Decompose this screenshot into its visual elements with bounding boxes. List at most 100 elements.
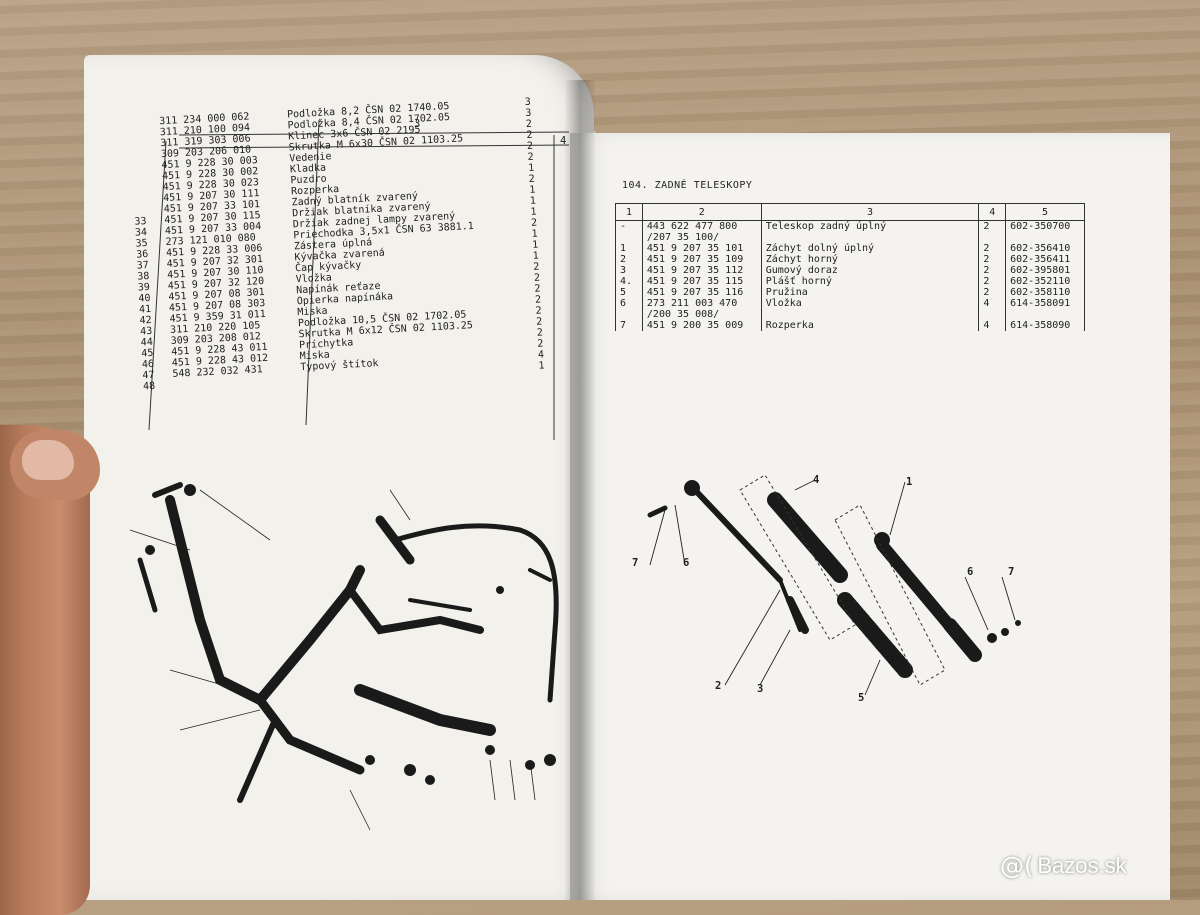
table-cell-ref bbox=[1005, 309, 1085, 320]
table-cell-q: 4 bbox=[978, 298, 1007, 309]
table-row: /207 35 100/ bbox=[615, 232, 1085, 243]
watermark: @( Bazos.sk bbox=[1000, 852, 1127, 880]
table-row: /200 35 008/ bbox=[615, 309, 1085, 320]
table-cell-q: 3 bbox=[524, 96, 532, 109]
table-cell-q: 2 bbox=[978, 265, 1007, 276]
table-cell-ref: 602-356410 bbox=[1005, 243, 1085, 254]
table-cell-code: 451 9 207 35 112 bbox=[641, 265, 762, 276]
table-cell-q: 2 bbox=[978, 276, 1007, 287]
left-col-header-4: 4 bbox=[560, 135, 567, 147]
table-cell-q: 2 bbox=[978, 254, 1007, 265]
frame-exploded-diagram bbox=[129, 482, 559, 831]
callout-4: 4 bbox=[813, 474, 820, 486]
table-cell-code: 451 9 207 35 109 bbox=[641, 254, 762, 265]
callout-3: 3 bbox=[757, 683, 764, 695]
section-title: 104. ZADNÉ TELESKOPY bbox=[622, 180, 753, 191]
right-col-header-1: 1 bbox=[615, 203, 643, 221]
table-cell-q: 4 bbox=[978, 320, 1007, 331]
table-cell-n: 6 bbox=[615, 298, 643, 309]
table-cell-code: 451 9 207 35 101 bbox=[641, 243, 762, 254]
bazos-logo-icon: @( bbox=[1000, 852, 1034, 880]
table-cell-q: 2 bbox=[528, 173, 536, 185]
table-cell-q: 1 bbox=[538, 360, 545, 372]
table-cell-q bbox=[978, 232, 1007, 243]
table-cell-name: Pružina bbox=[760, 287, 980, 298]
table-cell-code: 273 211 003 470 bbox=[641, 298, 762, 309]
table-cell-ref: 602-350700 bbox=[1005, 220, 1085, 232]
table-cell-q: 1 bbox=[529, 195, 537, 207]
table-cell-q: 2 bbox=[534, 294, 542, 306]
table-cell-q: 2 bbox=[537, 338, 544, 350]
left-table-lines bbox=[148, 119, 570, 440]
table-cell-name: Teleskop zadný úplný bbox=[760, 220, 980, 232]
table-cell-q: 1 bbox=[527, 162, 535, 174]
table-cell-n bbox=[615, 309, 643, 320]
table-cell-ref: 602-358110 bbox=[1005, 287, 1085, 298]
table-cell-n: 2 bbox=[615, 254, 643, 265]
table-cell-ref: 602-356411 bbox=[1005, 254, 1085, 265]
table-cell-q: 2 bbox=[530, 217, 538, 229]
callout-6: 6 bbox=[683, 557, 690, 569]
table-cell-q: 2 bbox=[526, 140, 534, 152]
table-cell-name: Záchyt horný bbox=[760, 254, 980, 265]
table-cell-q: 3 bbox=[525, 107, 532, 120]
table-cell-name bbox=[760, 232, 980, 243]
table-cell-n: 1 bbox=[615, 243, 643, 254]
table-cell-ref: 602-352110 bbox=[1005, 276, 1085, 287]
hand bbox=[0, 425, 90, 915]
table-cell-name: Vložka bbox=[760, 298, 980, 309]
thumbnail-nail bbox=[22, 440, 74, 480]
table-cell-q: 2 bbox=[534, 283, 541, 295]
table-cell-name: Rozperka bbox=[760, 320, 980, 331]
table-cell-n: 7 bbox=[615, 320, 643, 331]
right-col-header-5: 5 bbox=[1005, 203, 1085, 221]
table-cell-n: 5 bbox=[615, 287, 643, 298]
table-cell-q: 2 bbox=[533, 272, 541, 284]
table-cell-q: 4 bbox=[537, 349, 545, 361]
table-cell-code: /207 35 100/ bbox=[641, 232, 762, 243]
watermark-text: Bazos.sk bbox=[1037, 853, 1127, 878]
book-gutter bbox=[565, 80, 595, 900]
callout-7b: 7 bbox=[1008, 566, 1015, 578]
table-cell-code: 451 9 200 35 009 bbox=[641, 320, 762, 331]
table-cell-q bbox=[978, 309, 1007, 320]
table-cell-n: - bbox=[615, 220, 643, 232]
table-cell-n: 4. bbox=[615, 276, 643, 287]
callout-1: 1 bbox=[906, 476, 913, 488]
table-cell-ref: 614-358091 bbox=[1005, 298, 1085, 309]
left-col-header-3: 3 bbox=[414, 118, 421, 130]
table-cell-name: Plášť horný bbox=[760, 276, 980, 287]
table-cell-q: 2 bbox=[535, 305, 542, 317]
table-cell-q: 2 bbox=[525, 118, 533, 131]
table-cell-q: 1 bbox=[529, 184, 536, 196]
right-col-header-4: 4 bbox=[978, 203, 1007, 221]
table-cell-ref bbox=[1005, 232, 1085, 243]
table-cell-q: 1 bbox=[531, 239, 539, 251]
callout-7: 7 bbox=[632, 557, 639, 569]
table-cell-n: 3 bbox=[615, 265, 643, 276]
table-cell-q: 2 bbox=[978, 220, 1007, 232]
right-col-header-3: 3 bbox=[760, 203, 980, 221]
table-cell-q: 2 bbox=[535, 316, 543, 328]
table-cell-q: 1 bbox=[531, 228, 538, 240]
table-cell-name: Gumový doraz bbox=[760, 265, 980, 276]
table-cell-code: 443 622 477 800 bbox=[641, 220, 762, 232]
table-cell-name bbox=[760, 309, 980, 320]
table-cell-q: 1 bbox=[530, 206, 537, 218]
table-cell-q: 2 bbox=[526, 129, 533, 142]
table-cell-n bbox=[615, 232, 643, 243]
table-cell-q: 2 bbox=[536, 327, 544, 339]
table-cell-name: Záchyt dolný úplný bbox=[760, 243, 980, 254]
right-col-header-2: 2 bbox=[641, 203, 762, 221]
table-cell-code: 451 9 207 35 116 bbox=[641, 287, 762, 298]
table-cell-code: 451 9 207 35 115 bbox=[641, 276, 762, 287]
table-cell-ref: 614-358090 bbox=[1005, 320, 1085, 331]
